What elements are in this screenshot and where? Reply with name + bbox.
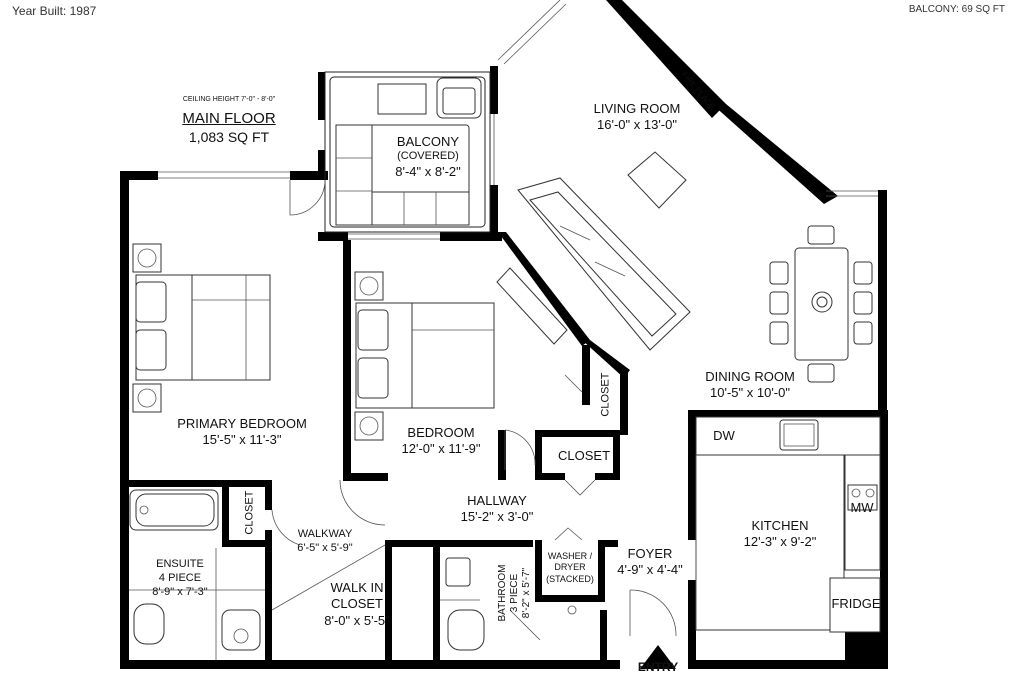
closet-label-c: CLOSET [243, 490, 256, 535]
primary-bedroom-label: PRIMARY BEDROOM 15'-5" x 11'-3" [177, 416, 307, 448]
entry-label: ENTRY [637, 660, 679, 674]
walls [120, 0, 888, 669]
ceiling-height: CEILING HEIGHT 7'-0" - 8'-0" [182, 96, 276, 103]
dishwasher-label: DW [713, 428, 735, 443]
doors [271, 179, 677, 641]
bedroom-label: BEDROOM 12'-0" x 11'-9" [401, 425, 481, 457]
living-room-label: LIVING ROOM 16'-0" x 13'-0" [593, 101, 681, 133]
windows [158, 0, 878, 240]
bathroom-label: BATHROOM 3 PIECE 8'-2" x 5'-7" [497, 564, 532, 622]
primary-bed [132, 243, 271, 413]
walkway-label: WALKWAY 6'-5" x 5'-9" [297, 528, 353, 554]
ensuite-fixtures [129, 489, 265, 660]
year-built: Year Built: 1987 [12, 4, 97, 18]
closet-label-a: CLOSET [599, 372, 612, 417]
kitchen-fixtures [695, 416, 881, 633]
dining-room-label: DINING ROOM 10'-5" x 10'-0" [705, 369, 795, 401]
ensuite-label: ENSUITE 4 PIECE 8'-9" x 7'-3" [152, 558, 208, 598]
washer-dryer-label: WASHER / DRYER (STACKED) [546, 551, 594, 584]
balcony-label: BALCONY (COVERED) 8'-4" x 8'-2" [395, 134, 461, 179]
bathroom-fixtures [440, 557, 577, 651]
fridge-label: FRIDGE [831, 596, 881, 611]
foyer-label: FOYER 4'-9" x 4'-4" [617, 546, 683, 578]
walk-in-closet-label: WALK IN CLOSET 8'-0" x 5'-5" [324, 580, 390, 628]
microwave-label: MW [850, 500, 874, 515]
floor-title: MAIN FLOOR 1,083 SQ FT [182, 110, 276, 145]
balcony-outline [324, 71, 491, 233]
hallway-label: HALLWAY 15'-2" x 3'-0" [460, 493, 534, 525]
balcony-area: BALCONY: 69 SQ FT [908, 4, 1005, 15]
balcony-furniture [335, 77, 482, 226]
dining-table [769, 225, 873, 383]
living-furniture [496, 151, 691, 351]
kitchen-label: KITCHEN 12'-3" x 9'-2" [743, 518, 817, 550]
closet-label-b: CLOSET [557, 448, 611, 463]
bedroom-bed [354, 271, 495, 441]
